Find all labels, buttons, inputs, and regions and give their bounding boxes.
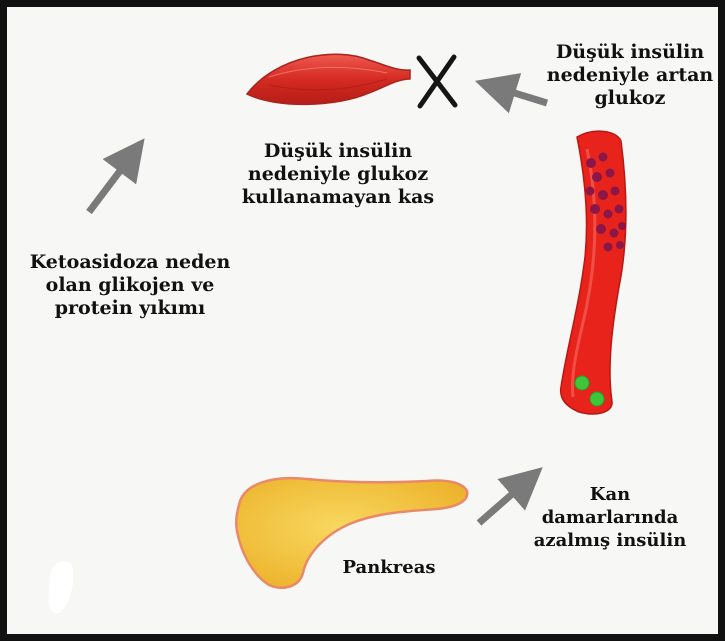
ketoacidosis-label-line: protein yıkımı [23,297,237,320]
glucose-dot [611,187,620,196]
muscle-label-line: nedeniyle glukoz [225,163,451,186]
muscle-label-line: Düşük insülin [225,140,451,163]
glucose-dot [615,205,624,214]
muscle-label-line: kullanamayan kas [225,186,451,209]
glucose-dot [610,229,619,238]
arrow-keto-to-muscle [89,155,132,212]
blood-insulin-label: Kan damarlarında azalmış insülin [517,483,703,552]
glucose-label: Düşük insülin nedeniyle artan glukoz [545,41,715,110]
white-fleck [48,561,73,613]
muscle-label: Düşük insülin nedeniyle glukoz kullanama… [225,140,451,209]
blood-insulin-label-line: Kan [517,483,703,506]
insulin-dot [590,392,604,406]
insulin-dot [575,376,589,390]
glucose-dot [596,224,606,234]
pancreas-label: Pankreas [329,556,449,579]
blood-insulin-label-line: azalmış insülin [517,529,703,552]
glucose-label-line: nedeniyle artan [545,64,715,87]
glucose-dot [590,204,600,214]
blood-insulin-label-line: damarlarında [517,506,703,529]
glucose-dot [598,190,608,200]
x-mark-icon [419,57,455,106]
glucose-dot [586,158,596,168]
ketoacidosis-label-line: olan glikojen ve [23,274,237,297]
glucose-dot [599,153,608,162]
glucose-dot [606,169,615,178]
glucose-dot [618,222,626,230]
muscle-shape [247,54,410,104]
ketoacidosis-label: Ketoasidoza neden olan glikojen ve prote… [23,251,237,320]
glucose-dot [604,243,613,252]
glucose-dot [592,172,602,182]
glucose-label-line: Düşük insülin [545,41,715,64]
glucose-dot [586,187,595,196]
glucose-label-line: glukoz [545,87,715,110]
ketoacidosis-label-line: Ketoasidoza neden [23,251,237,274]
glucose-dot [616,241,624,249]
arrow-glucose-to-muscle [495,87,547,103]
glucose-dot [604,210,613,219]
